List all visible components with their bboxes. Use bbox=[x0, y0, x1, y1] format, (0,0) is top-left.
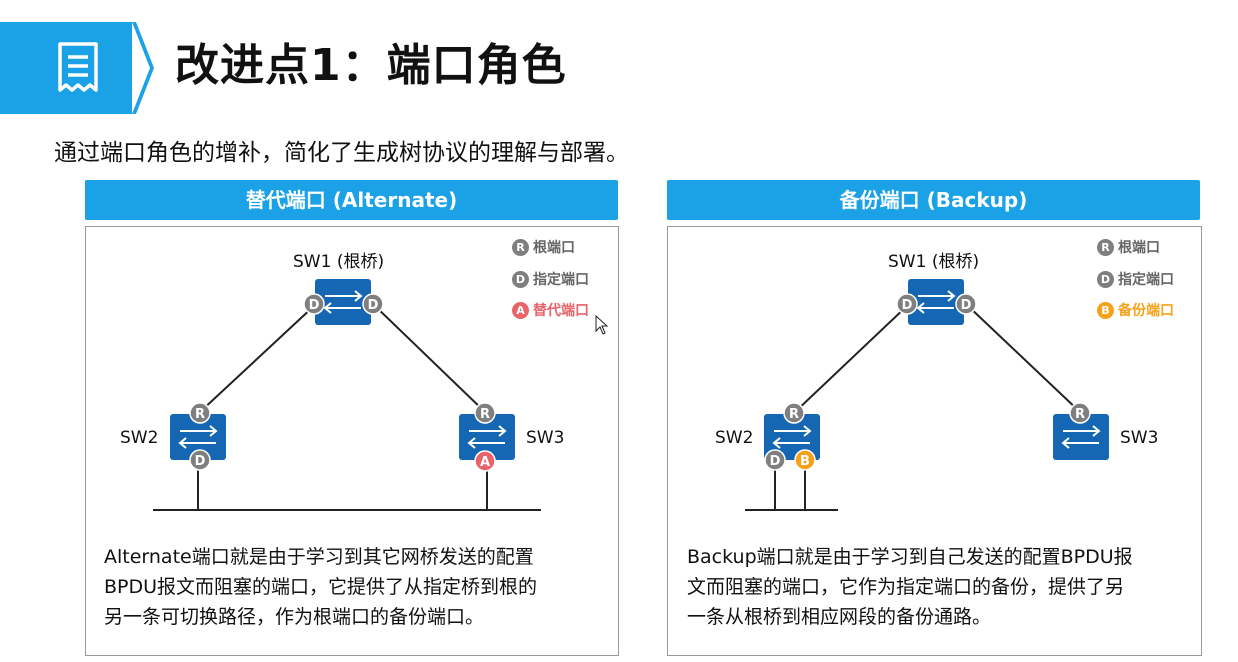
svg-text:D: D bbox=[368, 298, 379, 313]
svg-text:D: D bbox=[309, 298, 320, 313]
switch-sw2-backup-icon bbox=[764, 414, 820, 460]
description-backup: Backup端口就是由于学习到自己发送的配置BPDU报 文而阻塞的端口，它作为指… bbox=[687, 542, 1133, 632]
svg-text:D: D bbox=[961, 298, 972, 313]
legend-label: 备份端口 bbox=[1118, 303, 1174, 319]
switch-sw3-backup-icon bbox=[1053, 414, 1109, 460]
svg-text:D: D bbox=[195, 454, 206, 469]
legend-dot-a: A bbox=[512, 301, 529, 319]
legend-label: 指定端口 bbox=[1118, 272, 1174, 288]
port-badge-sw2-bottom-backup: B bbox=[794, 449, 816, 471]
port-badge-sw2-top: R bbox=[189, 402, 211, 424]
port-badge-sw3-top-backup: R bbox=[1069, 402, 1091, 424]
svg-text:R: R bbox=[789, 407, 799, 422]
legend-label: 根端口 bbox=[533, 240, 575, 256]
legend-label: 根端口 bbox=[1118, 240, 1160, 256]
legend-dot-d: D bbox=[1097, 270, 1114, 288]
switch-sw2-icon bbox=[170, 414, 226, 460]
port-badge-sw2-bottom: D bbox=[189, 449, 211, 471]
link-sw1-sw2-backup bbox=[794, 304, 909, 413]
panel-header-alternate: 替代端口 (Alternate) bbox=[85, 180, 618, 220]
description-alternate: Alternate端口就是由于学习到其它网桥发送的配置 BPDU报文而阻塞的端口… bbox=[104, 542, 537, 632]
description-line: BPDU报文而阻塞的端口，它提供了从指定桥到根的 bbox=[104, 576, 538, 598]
port-badge-sw1-left-backup: D bbox=[896, 293, 918, 315]
svg-text:D: D bbox=[902, 298, 913, 313]
panel-header-backup: 备份端口 (Backup) bbox=[667, 180, 1200, 220]
svg-text:R: R bbox=[480, 407, 490, 422]
svg-text:D: D bbox=[770, 454, 781, 469]
switch-label-sw1-backup: SW1 (根桥) bbox=[888, 252, 980, 272]
port-badge-sw1-right: D bbox=[362, 293, 384, 315]
switch-label-sw2-backup: SW2 bbox=[715, 428, 754, 448]
header-band bbox=[0, 22, 132, 114]
legend-dot-r: R bbox=[512, 238, 529, 256]
switch-label-sw2: SW2 bbox=[120, 428, 159, 448]
link-sw1-sw2 bbox=[199, 304, 316, 413]
cursor-icon bbox=[595, 314, 609, 335]
link-sw1-sw3 bbox=[373, 304, 486, 413]
svg-text:R: R bbox=[1075, 407, 1085, 422]
switch-sw1-backup-icon bbox=[908, 279, 964, 325]
link-sw1-sw3-backup bbox=[966, 304, 1081, 413]
document-icon bbox=[58, 42, 98, 92]
switch-sw1-icon bbox=[315, 279, 371, 325]
svg-text:A: A bbox=[480, 455, 490, 470]
switch-label-sw1: SW1 (根桥) bbox=[293, 252, 385, 272]
description-line: Backup端口就是由于学习到自己发送的配置BPDU报 bbox=[687, 546, 1133, 568]
port-badge-sw1-left: D bbox=[303, 293, 325, 315]
legend-dot-d: D bbox=[512, 270, 529, 288]
page-subtitle: 通过端口角色的增补，简化了生成树协议的理解与部署。 bbox=[54, 140, 629, 166]
port-badge-sw1-right-backup: D bbox=[955, 293, 977, 315]
port-badge-sw2-top-backup: R bbox=[783, 402, 805, 424]
description-line: Alternate端口就是由于学习到其它网桥发送的配置 bbox=[104, 546, 534, 568]
legend-label: 替代端口 bbox=[533, 303, 589, 319]
port-badge-sw3-top: R bbox=[474, 402, 496, 424]
switch-label-sw3: SW3 bbox=[526, 428, 565, 448]
port-badge-sw3-alternate: A bbox=[474, 450, 496, 472]
svg-text:R: R bbox=[195, 407, 205, 422]
svg-text:B: B bbox=[800, 454, 810, 469]
description-line: 文而阻塞的端口，它作为指定端口的备份，提供了另 bbox=[687, 576, 1125, 598]
legend-label: 指定端口 bbox=[533, 272, 589, 288]
switch-label-sw3-backup: SW3 bbox=[1120, 428, 1159, 448]
legend-dot-r: R bbox=[1097, 238, 1114, 256]
description-line: 另一条可切换路径，作为根端口的备份端口。 bbox=[104, 606, 485, 628]
legend-dot-b: B bbox=[1097, 301, 1114, 319]
description-line: 一条从根桥到相应网段的备份通路。 bbox=[687, 606, 992, 628]
page-title: 改进点1：端口角色 bbox=[175, 40, 567, 91]
header-chevron bbox=[132, 22, 154, 114]
switch-sw3-icon bbox=[459, 414, 515, 460]
port-badge-sw2-bottom-designated: D bbox=[764, 449, 786, 471]
